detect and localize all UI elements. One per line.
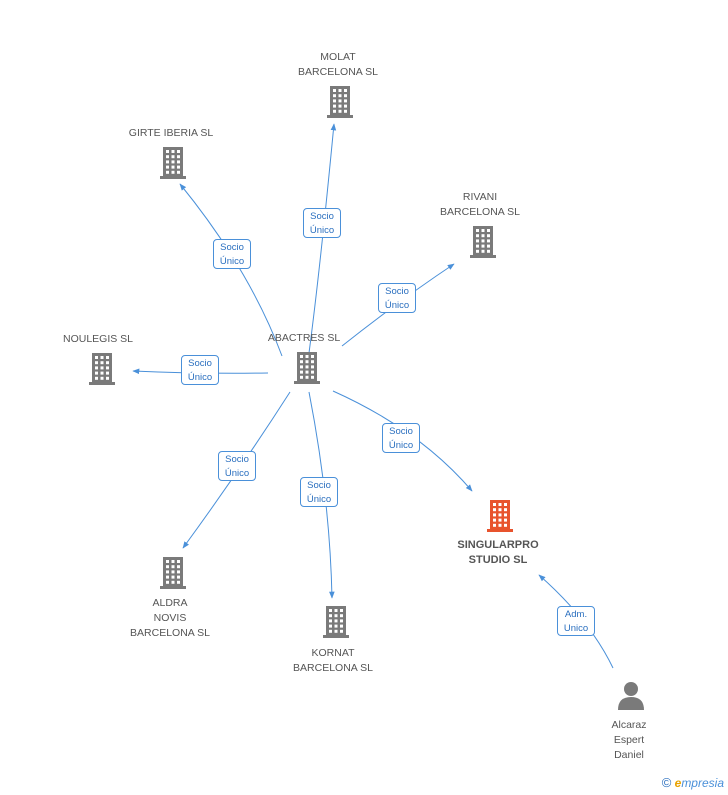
node-label-alcaraz[interactable]: Alcaraz Espert Daniel xyxy=(611,719,647,761)
edge-label-abactres-aldra[interactable]: Socio Único xyxy=(218,451,256,481)
node-label-girte[interactable]: GIRTE IBERIA SL xyxy=(128,127,214,139)
building-icon[interactable] xyxy=(160,147,186,179)
node-label-noulegis[interactable]: NOULEGIS SL xyxy=(62,333,134,345)
person-icon[interactable] xyxy=(618,682,644,710)
node-label-rivani[interactable]: RIVANI BARCELONA SL xyxy=(440,191,520,218)
building-icon[interactable] xyxy=(487,500,513,532)
edge-label-abactres-rivani[interactable]: Socio Único xyxy=(378,283,416,313)
building-icon[interactable] xyxy=(323,606,349,638)
edge-label-abactres-singularpro[interactable]: Socio Único xyxy=(382,423,420,453)
edge-abactres-molat xyxy=(308,123,337,354)
brand-logo-text: mpresia xyxy=(681,776,724,790)
node-label-singularpro[interactable]: SINGULARPRO STUDIO SL xyxy=(457,539,539,566)
node-label-molat[interactable]: MOLAT BARCELONA SL xyxy=(298,51,378,78)
building-icon[interactable] xyxy=(294,352,320,384)
building-icon[interactable] xyxy=(89,353,115,385)
node-label-kornat[interactable]: KORNAT BARCELONA SL xyxy=(293,647,373,674)
edge-abactres-girte xyxy=(179,183,283,357)
footer-brand: © empresia xyxy=(662,775,724,790)
edge-label-alcaraz-singularpro[interactable]: Adm. Unico xyxy=(557,606,595,636)
building-icon[interactable] xyxy=(470,226,496,258)
building-icon[interactable] xyxy=(327,86,353,118)
copyright-symbol: © xyxy=(661,775,672,790)
brand-logo-initial: e xyxy=(674,776,682,790)
edge-label-abactres-girte[interactable]: Socio Único xyxy=(213,239,251,269)
edge-label-abactres-noulegis[interactable]: Socio Único xyxy=(181,355,219,385)
building-icon[interactable] xyxy=(160,557,186,589)
node-label-aldra[interactable]: ALDRA NOVIS BARCELONA SL xyxy=(130,597,210,639)
edge-label-abactres-kornat[interactable]: Socio Único xyxy=(300,477,338,507)
node-label-abactres[interactable]: ABACTRES SL xyxy=(267,332,341,344)
edge-label-abactres-molat[interactable]: Socio Único xyxy=(303,208,341,238)
